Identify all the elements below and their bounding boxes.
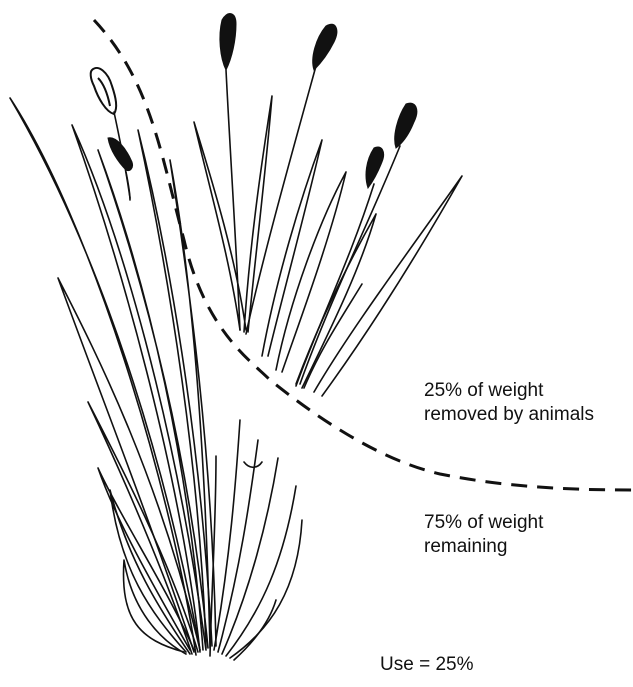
remaining-weight-label-line2: remaining [424, 535, 507, 559]
seed-head [220, 14, 236, 70]
leaf [276, 172, 346, 372]
flower-stem [300, 146, 400, 384]
leaf [218, 440, 258, 652]
open-seed-head [91, 68, 116, 114]
leaf [10, 98, 200, 655]
leaf [72, 125, 206, 652]
removed-weight-label: 25% of weight [424, 379, 543, 403]
remaining-weight-label: 75% of weight [424, 511, 543, 535]
leaf [244, 462, 262, 467]
leaf [262, 140, 322, 356]
removed-weight-label-line2: removed by animals [424, 403, 594, 427]
leaf [244, 96, 272, 332]
seed-head [313, 24, 337, 70]
flower-stem [126, 172, 130, 200]
leaf [222, 458, 278, 654]
leaf [170, 160, 216, 648]
seed-head [366, 147, 384, 188]
use-percentage-label: Use = 25% [380, 653, 473, 677]
leaf [98, 468, 194, 650]
seed-head [395, 103, 417, 148]
seed-head-inner [98, 78, 110, 106]
grass-plant [10, 66, 462, 660]
seed-head-outline [91, 68, 116, 114]
